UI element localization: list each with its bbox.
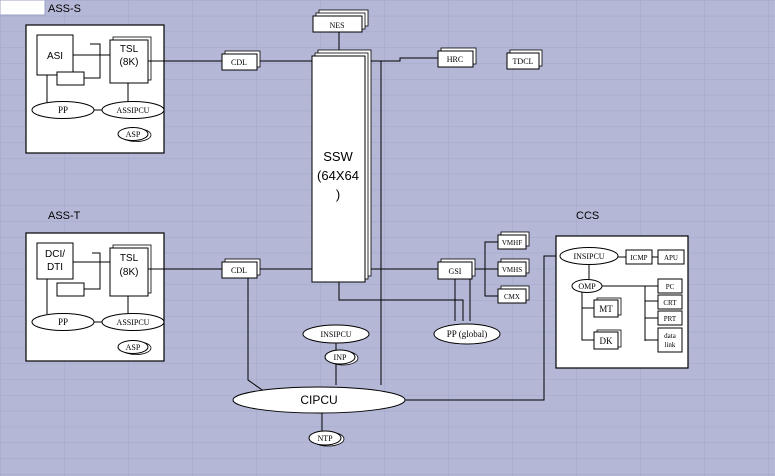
hrc-box <box>437 50 474 68</box>
ass-t-assipcu-label: ASSIPCU <box>117 318 150 327</box>
ass-s-small-box <box>56 71 85 86</box>
ass-t-dci-box <box>36 242 74 280</box>
cipcu-label: CIPCU <box>300 393 337 407</box>
ssw-box <box>311 55 366 283</box>
ass-s-tsl-sub: (8K) <box>120 57 139 68</box>
ass-s-tsl-box <box>109 39 149 84</box>
ass-t-dci-label: DCI/ <box>45 249 65 260</box>
ccs-dk-box <box>593 331 619 350</box>
ccs-data-link-box <box>657 327 683 353</box>
ass-s-asp-label: ASP <box>126 130 141 139</box>
ass-s-asi-box <box>36 34 74 76</box>
ccs-mt-box <box>593 299 619 318</box>
inp-ellipse <box>324 349 356 365</box>
insipcu-center-ellipse <box>302 324 370 344</box>
ssw-size-label: (64X64 <box>317 168 359 183</box>
ccs-label: CCS <box>576 210 599 222</box>
ccs-dk-label: DK <box>600 336 613 346</box>
ass-t-tsl-label: TSL <box>120 253 139 264</box>
corner-cell <box>0 0 46 16</box>
ccs-crt-box <box>657 294 683 310</box>
ccs-link-label: link <box>665 341 676 349</box>
ass-s-assipcu-ellipse <box>101 101 165 119</box>
vmhf-box <box>497 234 527 250</box>
ntp-label: NTP <box>317 434 333 443</box>
ccs-apu-label: APU <box>664 254 678 262</box>
ass-s-label: ASS-S <box>48 3 81 15</box>
cdl-top-label: CDL <box>231 58 247 67</box>
ass-s-tsl-label: TSL <box>120 44 139 55</box>
ass-t-asp-ellipse <box>117 340 149 354</box>
ccs-pc-label: PC <box>666 283 675 291</box>
cmx-label: CMX <box>504 293 520 301</box>
ccs-icmp-label: ICMP <box>630 254 647 262</box>
ssw-label: SSW <box>323 149 353 164</box>
gsi-box <box>437 261 473 280</box>
cmx-box <box>497 288 527 304</box>
ass-s-asi-label: ASI <box>47 51 63 62</box>
ass-t-label: ASS-T <box>48 210 81 222</box>
ass-t-assipcu-ellipse <box>101 313 165 331</box>
ass-t-tsl-box <box>109 247 149 297</box>
ccs-apu-box <box>657 249 685 265</box>
ass-t-small-box <box>56 282 85 297</box>
ass-s-asp-ellipse <box>117 127 149 141</box>
hrc-label: HRC <box>447 55 463 64</box>
ccs-insipcu-ellipse <box>559 247 619 265</box>
nes-box <box>312 15 363 33</box>
ccs-prt-label: PRT <box>664 315 677 323</box>
nes-label: NES <box>329 21 344 30</box>
ass-t-dti-label: DTI <box>47 262 63 273</box>
cdl-bottom-box <box>221 261 258 279</box>
ccs-omp-label: OMP <box>578 282 596 291</box>
tdcl-box <box>506 52 540 70</box>
ass-t-pp-label: PP <box>58 317 68 327</box>
cipcu-ellipse <box>232 386 406 414</box>
gsi-label: GSI <box>449 267 462 276</box>
ntp-ellipse <box>308 430 342 446</box>
ass-t-asp-label: ASP <box>126 343 141 352</box>
ccs-data-label: data <box>664 332 677 340</box>
ccs-pc-box <box>657 278 683 294</box>
tdcl-label: TDCL <box>513 57 534 66</box>
pp-global-ellipse <box>433 323 501 345</box>
cdl-bottom-label: CDL <box>231 266 247 275</box>
ccs-crt-label: CRT <box>663 299 677 307</box>
ccs-mt-label: MT <box>599 304 613 314</box>
vmhs-box <box>497 261 527 277</box>
vmhs-label: VMHS <box>502 266 522 274</box>
cdl-top-box <box>221 53 258 71</box>
ccs-insipcu-label: INSIPCU <box>573 252 604 261</box>
pp-global-label: PP (global) <box>447 329 487 339</box>
vmhf-label: VMHF <box>502 239 522 247</box>
ccs-prt-box <box>657 310 683 326</box>
ass-t-tsl-sub: (8K) <box>120 267 139 278</box>
insipcu-center-label: INSIPCU <box>320 330 351 339</box>
inp-label: INP <box>334 353 347 362</box>
ass-s-pp-label: PP <box>58 105 68 115</box>
ass-s-assipcu-label: ASSIPCU <box>117 106 150 115</box>
ssw-size-close: ) <box>336 187 340 202</box>
